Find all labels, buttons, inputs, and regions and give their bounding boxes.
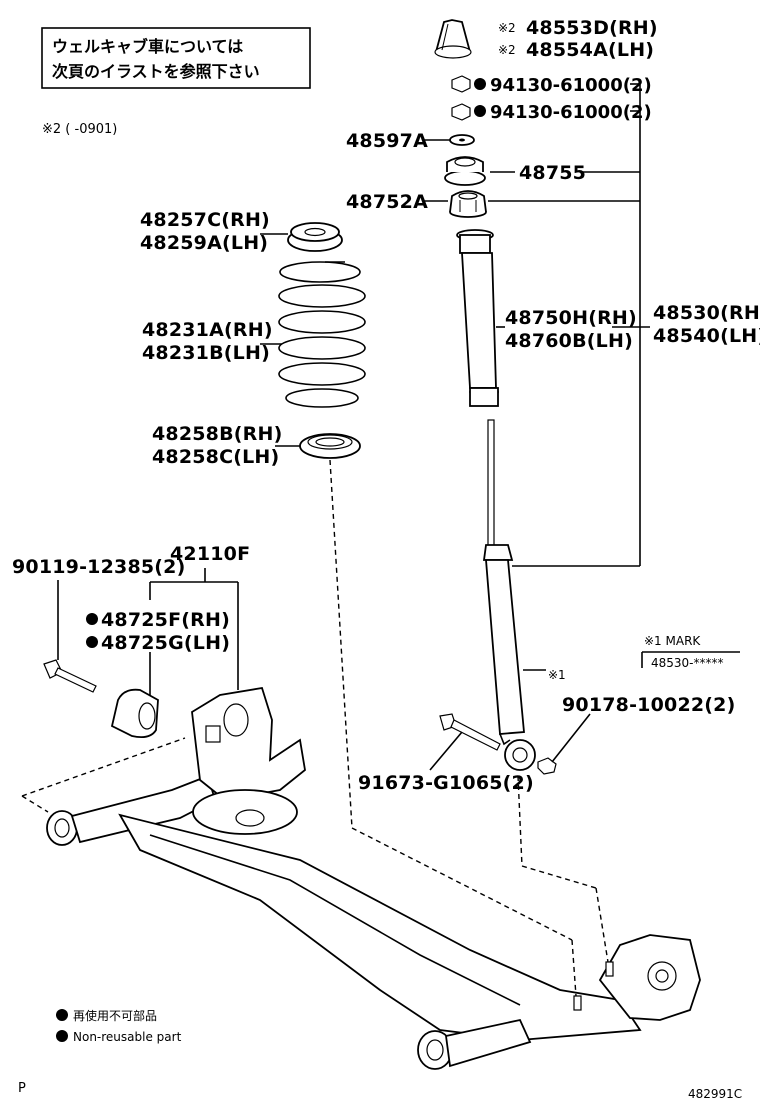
absorber-bolt-icon — [439, 713, 501, 751]
note-line-2: 次頁のイラストを参照下さい — [52, 62, 260, 81]
shock-absorber-pn-lh: 48540(LH) — [653, 325, 760, 347]
axle-beam-pn: 42110F — [170, 543, 250, 565]
legend-dot-icon — [56, 1030, 68, 1042]
nut-upper-icon — [451, 75, 471, 93]
legend-jp: 再使用不可部品 — [73, 1008, 157, 1023]
left-bolt-icon — [43, 659, 97, 693]
corner-label: P — [18, 1081, 26, 1096]
coil-spring-pn-rh: 48231A(RH) — [142, 319, 273, 341]
axle-bushing-pn-lh: 48725G(LH) — [101, 632, 230, 654]
coil-spring-pn-lh: 48231B(LH) — [142, 342, 270, 364]
bump-stopper-mark-2: ※2 — [498, 43, 516, 57]
date-note: ※2 ( -0901) — [42, 122, 117, 137]
shock-support-icon — [444, 156, 486, 186]
bump-stopper-pn-rh: 48553D(RH) — [526, 17, 658, 39]
nut-lower-icon — [451, 103, 471, 121]
assembly-bracket — [488, 83, 650, 567]
dust-cover-pn-lh: 48760B(LH) — [505, 330, 633, 352]
upper-spring-seat-icon — [287, 222, 343, 252]
shock-absorber-icon — [482, 419, 536, 771]
dust-cover-pn-rh: 48750H(RH) — [505, 307, 637, 329]
bushing-pn: 48752A — [346, 191, 428, 213]
left-bolt-pn: 90119-12385(2) — [12, 556, 185, 578]
bushing-icon — [449, 190, 487, 218]
nut-lower-pn: 94130-61000(2) — [490, 102, 652, 123]
note-line-1: ウェルキャブ車については — [52, 37, 243, 56]
non-reusable-dot-icon — [86, 613, 98, 625]
lower-insulator-pn-lh: 48258C(LH) — [152, 446, 279, 468]
washer-icon — [449, 134, 475, 146]
upper-seat-pn-lh: 48259A(LH) — [140, 232, 268, 254]
mark-note-title: ※1 MARK — [644, 634, 701, 648]
absorber-mark-label: ※1 — [548, 668, 566, 682]
bump-stopper-icon — [434, 19, 472, 59]
absorber-nut-pn: 90178-10022(2) — [562, 694, 735, 716]
legend-en: Non-reusable part — [73, 1030, 182, 1044]
lower-insulator-pn-rh: 48258B(RH) — [152, 423, 282, 445]
absorber-bolt-pn: 91673-G1065(2) — [358, 772, 534, 794]
figure-code: 482991C — [688, 1087, 742, 1101]
nut-upper-pn: 94130-61000(2) — [490, 75, 652, 96]
non-reusable-dot-icon — [86, 636, 98, 648]
lower-spring-insulator-icon — [299, 433, 361, 459]
support-pn: 48755 — [519, 162, 586, 184]
washer-pn: 48597A — [346, 130, 428, 152]
axle-beam-icon — [46, 686, 701, 1070]
wellcab-note-box: ウェルキャブ車については 次頁のイラストを参照下さい — [41, 27, 311, 89]
bump-stopper-pn-lh: 48554A(LH) — [526, 39, 654, 61]
mark-note: ※1 MARK 48530-***** — [641, 634, 740, 670]
non-reusable-dot-icon — [474, 105, 486, 117]
coil-spring-icon — [278, 261, 366, 408]
upper-seat-pn-rh: 48257C(RH) — [140, 209, 270, 231]
absorber-nut-icon — [537, 757, 557, 775]
axle-bushing-icon — [110, 688, 159, 739]
dust-cover-icon — [456, 229, 499, 407]
mount-guide-lines — [21, 737, 609, 997]
shock-absorber-pn-rh: 48530(RH) — [653, 302, 760, 324]
bump-stopper-mark: ※2 — [498, 21, 516, 35]
legend-dot-icon — [56, 1009, 68, 1021]
non-reusable-dot-icon — [474, 78, 486, 90]
axle-bushing-pn-rh: 48725F(RH) — [101, 609, 230, 631]
mark-note-value: 48530-***** — [651, 656, 724, 670]
